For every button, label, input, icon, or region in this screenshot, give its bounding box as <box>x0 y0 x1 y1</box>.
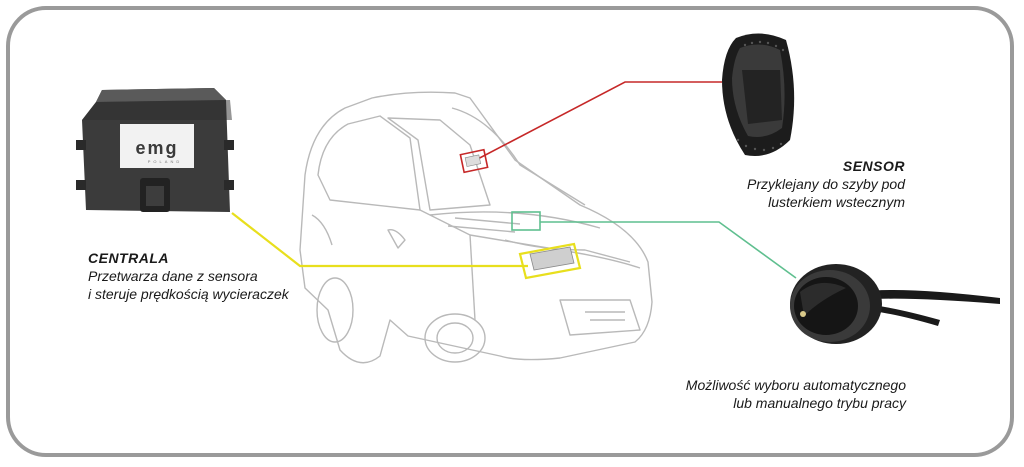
sensor-label: SENSOR Przyklejany do szyby pod lusterki… <box>700 157 905 211</box>
sensor-location-box <box>459 148 489 174</box>
car-outline <box>299 91 653 364</box>
emg-logo-sub: POLAND <box>148 159 182 164</box>
central-title: CENTRALA <box>88 250 169 266</box>
rain-sensor-image <box>722 33 795 156</box>
central-label: CENTRALA Przetwarza dane z sensora i ste… <box>88 249 289 303</box>
mode-switch-image <box>790 264 1000 344</box>
switch-connector-line <box>540 221 797 279</box>
central-desc-line1: Przetwarza dane z sensora <box>88 268 258 284</box>
switch-desc-line1: Możliwość wyboru automatycznego <box>685 377 906 393</box>
switch-desc-line2: lub manualnego trybu pracy <box>733 395 906 411</box>
central-desc-line2: i steruje prędkością wycieraczek <box>88 286 289 302</box>
sensor-connector-line <box>471 81 722 163</box>
central-connector-line <box>231 212 528 268</box>
switch-label: Możliwość wyboru automatycznego lub manu… <box>640 376 906 412</box>
sensor-desc-line2: lusterkiem wstecznym <box>768 194 905 210</box>
switch-location-box <box>511 211 541 231</box>
central-unit-image <box>76 88 234 212</box>
central-location-box <box>518 242 582 280</box>
sensor-desc-line1: Przyklejany do szyby pod <box>747 176 905 192</box>
central-unit-mini <box>529 246 575 271</box>
emg-logo: emg <box>135 138 178 158</box>
sensor-title: SENSOR <box>842 158 905 174</box>
